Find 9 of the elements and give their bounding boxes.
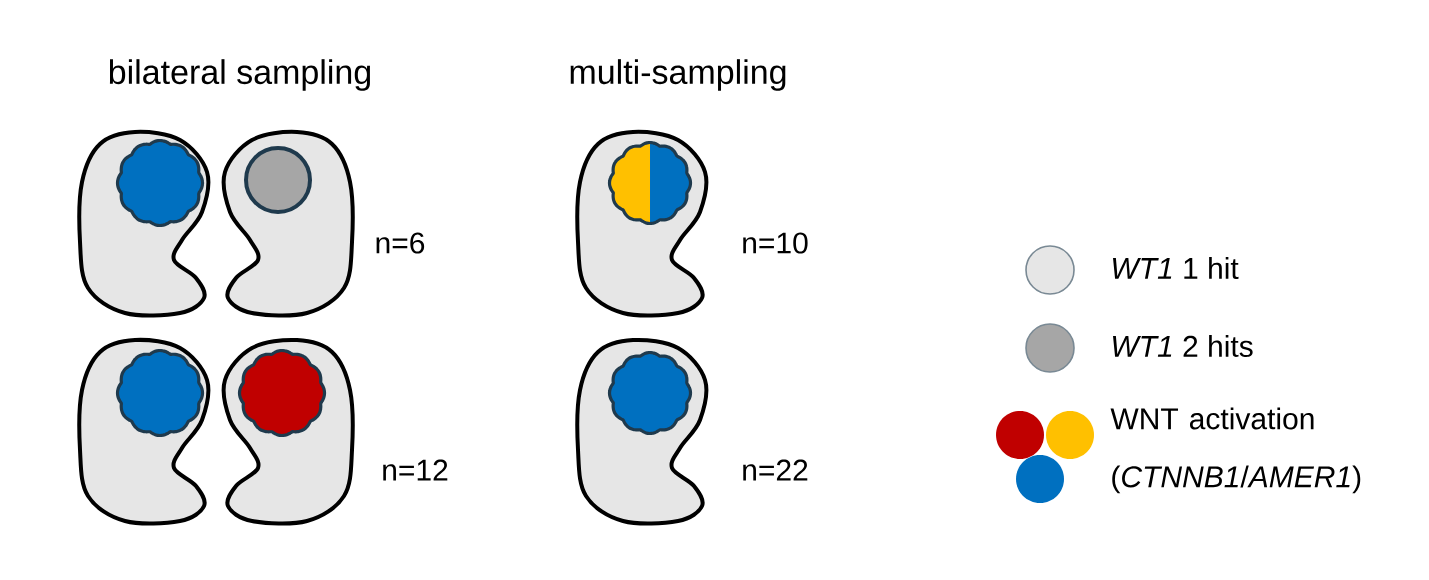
heading: bilateral sampling (109, 59, 370, 91)
heading: multi-sampling (570, 59, 786, 91)
sample-count: n=10 (743, 232, 808, 254)
legend-text: WT1 2 hits (1113, 335, 1253, 357)
sample-count: n=12 (383, 459, 448, 481)
sample-count: n=6 (376, 232, 425, 254)
legend-text: WT1 1 hit (1113, 257, 1239, 279)
sample-count: n=22 (743, 459, 808, 481)
legend-text: WNT activation (CTNNB1/AMER1) (1110, 407, 1361, 494)
